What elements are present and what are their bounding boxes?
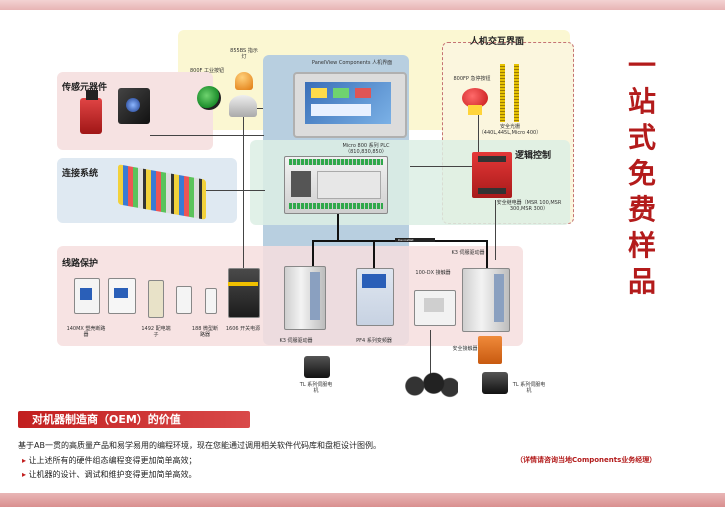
top-decor-bar (0, 0, 725, 10)
power-1606-label: 1606 开关电源 (225, 326, 261, 332)
panelview-label: PanelView Components 人机界面 (311, 60, 393, 66)
terminal-1492-device (148, 280, 164, 318)
wire-sensor (150, 135, 264, 136)
breaker-140-switch (80, 288, 92, 300)
pf4-display (362, 274, 386, 288)
fuse-1492-handle (114, 288, 128, 298)
push-button-device (197, 86, 221, 110)
pf4-label: PF4 系列变频器 (356, 338, 392, 344)
power-1606-stripe (228, 282, 258, 286)
bullet-text: 让机器的设计、调试和维护变得更加简单高效。 (28, 470, 197, 479)
tower-light-label: 855BS 指示灯 (230, 48, 258, 60)
oem-heading: 对机器制造商（OEM）的价值 (18, 411, 250, 428)
motor-right-label: TL 系列伺服电机 (512, 382, 546, 394)
power-1606-device (228, 268, 260, 318)
bus-drop-left (312, 240, 314, 268)
k3-drive-right-label: K3 伺服驱动器 (451, 250, 485, 256)
vertical-title-char: 样 (627, 229, 656, 262)
motor-left-label: TL 系列伺服电机 (299, 382, 333, 394)
section-hmi-label: 人机交互界面 (470, 37, 525, 47)
push-button-label: 800F 工业按钮 (190, 68, 225, 74)
safety-contactor-device (478, 336, 502, 364)
plc-device (284, 156, 388, 214)
panelview-screen (293, 72, 407, 138)
safety-switch-device (80, 98, 102, 134)
safety-switch-head (86, 90, 98, 100)
vertical-title-char: 免 (627, 157, 656, 190)
estop-device (462, 88, 488, 108)
breaker-188b-device (205, 288, 217, 314)
contactor-100dx-window (424, 298, 444, 312)
light-curtain-left (500, 64, 505, 122)
estop-label: 800FP 急停按钮 (453, 76, 491, 82)
intro-text: 基于AB一贯的高质量产品和易学易用的编程环境，现在您能通过调用相关软件代码库和盘… (18, 441, 381, 450)
fuse-1492-label: 1492 配电端子 (141, 326, 171, 338)
fuse-1492-device (108, 278, 136, 314)
breaker-188-device (176, 286, 192, 314)
bullet-item: ▸ 让上述所有的硬件组态编程变得更加简单高效； (22, 455, 197, 466)
bottom-decor-bar (0, 493, 725, 507)
k3-drive-right-panel (494, 274, 504, 322)
bullet-icon: ▸ (22, 470, 27, 479)
bus-drop-mid (373, 240, 375, 268)
motor-right-device (482, 372, 508, 394)
section-sensors-label: 传感元器件 (62, 83, 108, 93)
wire-left-vertical (243, 108, 244, 268)
wire-contactor-down (430, 330, 431, 380)
motor-cluster-device (404, 372, 458, 400)
bus-line-vertical (337, 210, 339, 242)
bullet-item: ▸ 让机器的设计、调试和维护变得更加简单高效。 (22, 469, 197, 480)
breaker-188-label: 188 微型断路器 (191, 326, 219, 338)
safety-relay-label: 安全继电器（MSR 100,MSR 300,MSR 300） (496, 200, 562, 212)
light-curtain-right (514, 64, 519, 122)
section-connection-label: 连接系统 (62, 169, 99, 179)
contactor-100dx-label: 100-DX 接触器 (415, 270, 451, 276)
footer-note: （详情请咨询当地Components业务经理） (516, 456, 657, 464)
estop-base (468, 105, 482, 115)
tower-light-base (229, 95, 257, 117)
vertical-title-char: 站 (627, 85, 656, 118)
k3-drive-left-label: K3 伺服驱动器 (279, 338, 313, 344)
light-curtain-label: 安全光栅（440L,445L,Micro 400） (478, 124, 542, 136)
bus-label: DeviceNet (398, 238, 414, 242)
vertical-title-char: 式 (627, 121, 656, 154)
section-circuit-label: 线路保护 (62, 259, 99, 269)
bus-label-bar (395, 238, 435, 242)
bullet-icon: ▸ (22, 456, 27, 465)
motor-left-device (304, 356, 330, 378)
wire-safety-down (495, 200, 496, 260)
vertical-title-char: 品 (627, 265, 656, 298)
wire-estop (478, 108, 479, 158)
photo-sensor-lens (126, 98, 140, 112)
vertical-title-char: 费 (627, 193, 656, 226)
wire-to-safety (410, 166, 472, 167)
bus-drop-right (486, 240, 488, 268)
safety-relay-device (472, 152, 512, 198)
wire-connection (205, 190, 265, 191)
breaker-140-label: 140MX 塑壳断路器 (66, 326, 106, 338)
vertical-title: 一 站 式 免 费 样 品 (622, 48, 662, 300)
section-logic-label: 逻辑控制 (515, 151, 552, 161)
plc-label: Micro 800 系列 PLC（810,830,850） (342, 143, 390, 155)
vertical-title-char: 一 (627, 49, 656, 82)
k3-drive-left-panel (310, 272, 320, 320)
tower-light-device (235, 72, 253, 90)
bullet-text: 让上述所有的硬件组态编程变得更加简单高效； (28, 456, 197, 465)
safety-contactor-label: 安全接触器 (452, 346, 478, 352)
